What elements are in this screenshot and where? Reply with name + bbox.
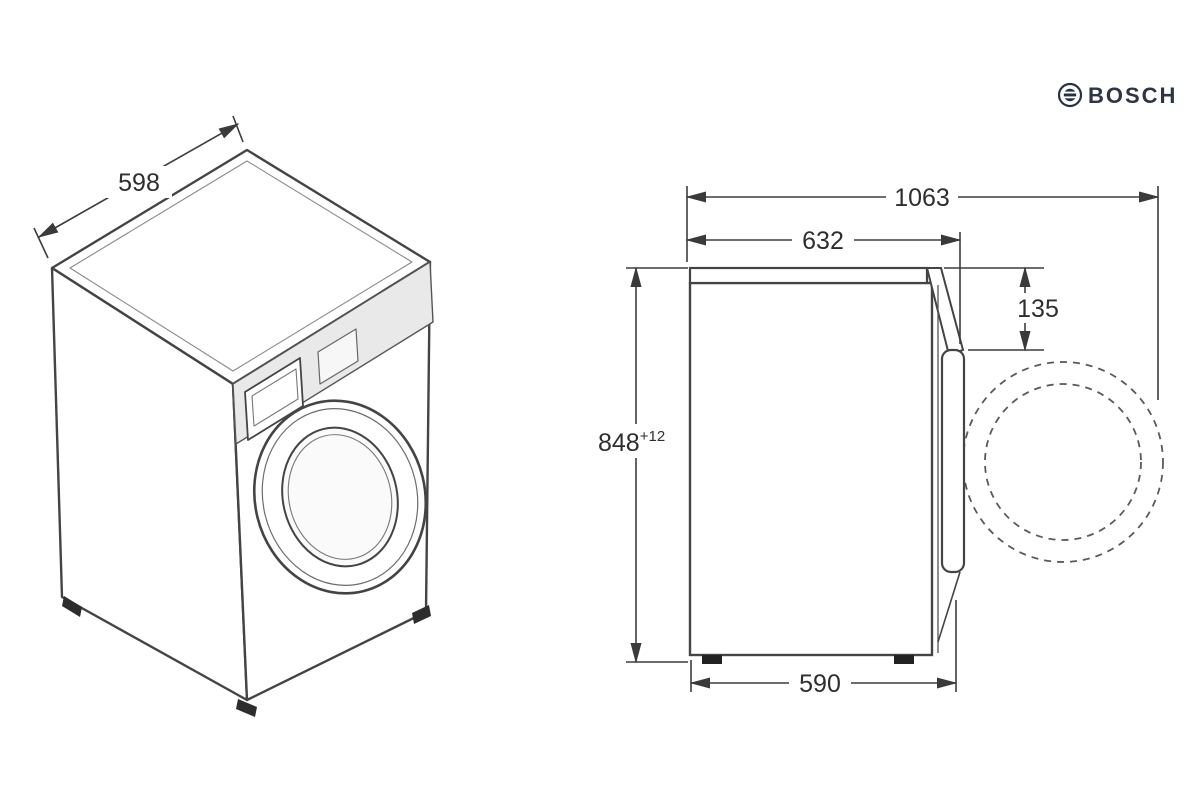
bosch-logo: BOSCH: [1057, 82, 1177, 108]
bosch-logo-text: BOSCH: [1088, 83, 1177, 108]
dim-1063-text-bg: [886, 182, 958, 212]
dim-1063-label: 1063: [894, 184, 950, 212]
side-foot-back: [702, 655, 722, 664]
door-swing-inner-circle: [984, 383, 1142, 541]
dim-598-label: 598: [118, 169, 160, 197]
washer-display-panel: [317, 328, 359, 385]
washer-drawer-handle-line: [251, 368, 299, 427]
dim-632-label: 632: [802, 227, 844, 255]
dimension-height: [626, 266, 688, 664]
dim-135-label: 135: [1017, 295, 1059, 323]
side-view-drawing: [688, 266, 1164, 664]
side-front-top-slant: [925, 267, 965, 357]
dim-590-text-bg: [789, 668, 851, 698]
dim-848-label: 848+12: [598, 428, 665, 457]
washer-door: [252, 399, 428, 595]
dim-135-text-bg: [1008, 293, 1068, 323]
dim-590-label: 590: [799, 670, 841, 698]
dim-632-text-bg: [792, 225, 854, 255]
bosch-armature-icon: [1057, 82, 1083, 108]
side-foot-front: [894, 655, 914, 664]
washer-foot-right: [412, 605, 431, 624]
dim-598-text-bg: [106, 166, 172, 198]
door-swing-outer-circle: [962, 361, 1164, 563]
side-top-lid: [688, 266, 929, 285]
washer-detergent-drawer: [244, 357, 304, 441]
washer-foot-left: [62, 596, 82, 617]
dim-848-text-bg: [594, 424, 682, 458]
washer-foot-front: [236, 699, 257, 717]
side-front-bottom-slant: [937, 571, 961, 643]
perspective-view-drawing: [50, 148, 434, 717]
side-door-profile: [940, 348, 966, 574]
side-body: [688, 281, 934, 657]
